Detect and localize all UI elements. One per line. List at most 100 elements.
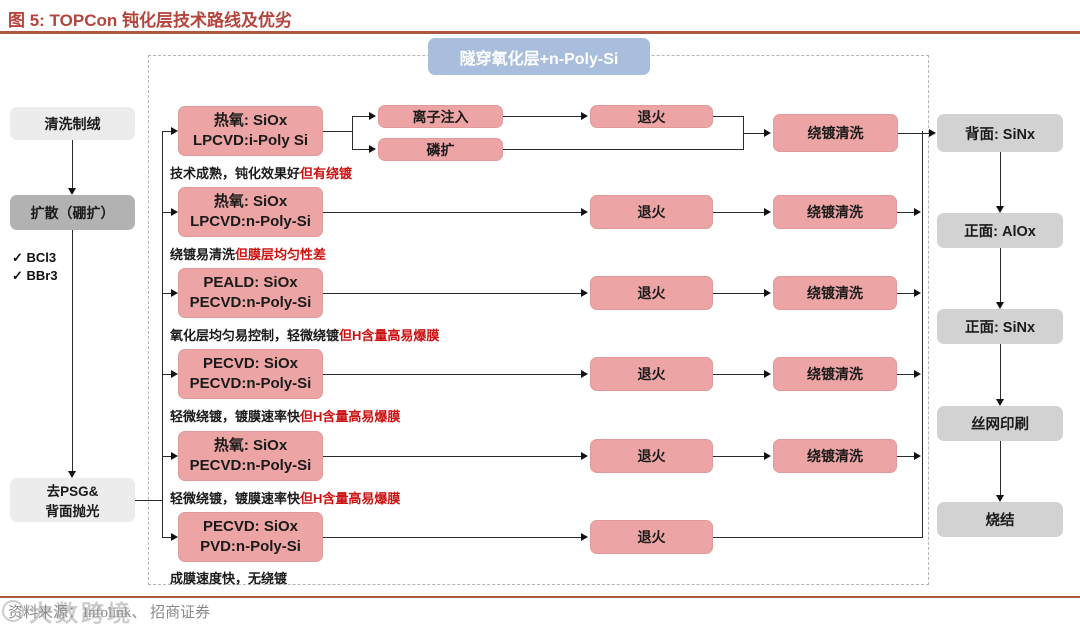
arrowhead bbox=[171, 208, 178, 216]
node-route4-pecvd-pecvd: PECVD: SiOx PECVD:n-Poly-Si bbox=[178, 349, 323, 399]
connector-line bbox=[1000, 441, 1001, 495]
arrowhead bbox=[581, 208, 588, 216]
connector-line bbox=[897, 374, 916, 375]
connector-line bbox=[743, 133, 765, 134]
connector-line bbox=[323, 456, 582, 457]
connector-line bbox=[1000, 152, 1001, 206]
connector-line bbox=[323, 374, 582, 375]
node-route5-thermal-oxide-pecvd: 热氧: SiOx PECVD:n-Poly-Si bbox=[178, 431, 323, 481]
route2-note: 绕镀易清洗但膜层均匀性差 bbox=[170, 247, 327, 262]
checklist-item-bcl3: ✓ BCl3 bbox=[12, 250, 57, 265]
node-wraparound-clean-row3: 绕镀清洗 bbox=[773, 276, 897, 310]
arrowhead bbox=[171, 452, 178, 460]
connector-line bbox=[323, 537, 582, 538]
node-clean-texturing: 清洗制绒 bbox=[10, 107, 135, 140]
arrowhead bbox=[764, 370, 771, 378]
node-anneal-row3: 退火 bbox=[590, 276, 713, 310]
arrowhead bbox=[171, 127, 178, 135]
connector-line bbox=[162, 456, 174, 457]
node-ion-implant: 离子注入 bbox=[378, 105, 503, 128]
arrowhead bbox=[764, 289, 771, 297]
node-front-alox: 正面: AlOx bbox=[937, 213, 1063, 248]
node-wraparound-clean-row4: 绕镀清洗 bbox=[773, 357, 897, 391]
node-anneal-row6: 退火 bbox=[590, 520, 713, 554]
check-icon: ✓ bbox=[12, 268, 23, 283]
connector-line bbox=[135, 500, 162, 501]
arrowhead bbox=[581, 370, 588, 378]
node-anneal-row1: 退火 bbox=[590, 105, 713, 128]
connector-line bbox=[713, 537, 923, 538]
node-psg-removal-rear-polish: 去PSG& 背面抛光 bbox=[10, 478, 135, 522]
connector-line bbox=[162, 293, 174, 294]
connector-line bbox=[162, 131, 174, 132]
node-rear-sinx: 背面: SiNx bbox=[937, 114, 1063, 152]
arrowhead bbox=[68, 471, 76, 478]
connector-line bbox=[72, 140, 73, 190]
node-anneal-row4: 退火 bbox=[590, 357, 713, 391]
connector-line bbox=[1000, 248, 1001, 302]
connector-line bbox=[352, 116, 353, 150]
arrowhead bbox=[581, 533, 588, 541]
check-icon: ✓ bbox=[12, 250, 23, 265]
route6-note: 成膜速度快，无绕镀 bbox=[170, 571, 288, 586]
watermark: 大数跨境 bbox=[2, 594, 133, 628]
connector-line bbox=[323, 212, 582, 213]
arrowhead bbox=[914, 452, 921, 460]
node-boron-diffusion: 扩散（硼扩） bbox=[10, 195, 135, 230]
connector-line bbox=[1000, 344, 1001, 399]
connector-line bbox=[162, 537, 174, 538]
node-route1-thermal-oxide-lpcvd-i-poly: 热氧: SiOx LPCVD:i-Poly Si bbox=[178, 106, 323, 156]
node-screen-printing: 丝网印刷 bbox=[937, 406, 1063, 441]
arrowhead bbox=[68, 188, 76, 195]
connector-line bbox=[897, 456, 916, 457]
connector-line bbox=[323, 131, 352, 132]
node-route2-thermal-oxide-lpcvd-n-poly: 热氧: SiOx LPCVD:n-Poly-Si bbox=[178, 187, 323, 237]
arrowhead bbox=[369, 145, 376, 153]
arrowhead bbox=[764, 452, 771, 460]
connector-line bbox=[72, 230, 73, 473]
arrowhead bbox=[996, 302, 1004, 309]
title-rule bbox=[0, 31, 1080, 34]
node-anneal-row5: 退火 bbox=[590, 439, 713, 473]
source-note: 资料来源：Infolink、 招商证券 bbox=[8, 605, 211, 621]
arrowhead bbox=[171, 370, 178, 378]
arrowhead bbox=[996, 399, 1004, 406]
connector-line bbox=[898, 133, 930, 134]
arrowhead bbox=[369, 112, 376, 120]
arrowhead bbox=[929, 129, 936, 137]
connector-line bbox=[162, 374, 174, 375]
route5-note: 轻微绕镀，镀膜速率快但H含量高易爆膜 bbox=[170, 491, 401, 506]
arrowhead bbox=[581, 112, 588, 120]
arrowhead bbox=[171, 289, 178, 297]
connector-line bbox=[897, 293, 916, 294]
arrowhead bbox=[996, 206, 1004, 213]
node-front-sinx: 正面: SiNx bbox=[937, 309, 1063, 344]
footer-rule bbox=[0, 596, 1080, 598]
connector-line bbox=[897, 212, 916, 213]
arrowhead bbox=[581, 289, 588, 297]
arrowhead bbox=[914, 208, 921, 216]
route3-note: 氧化层均匀易控制，轻微绕镀但H含量高易爆膜 bbox=[170, 328, 440, 343]
route1-note: 技术成熟，钝化效果好但有绕镀 bbox=[170, 166, 353, 181]
node-wraparound-clean-row5: 绕镀清洗 bbox=[773, 439, 897, 473]
connector-line bbox=[503, 149, 744, 150]
arrowhead bbox=[764, 129, 771, 137]
connector-line bbox=[713, 116, 744, 117]
arrowhead bbox=[764, 208, 771, 216]
node-phosphorus-diffusion: 磷扩 bbox=[378, 138, 503, 161]
connector-line bbox=[352, 116, 370, 117]
arrowhead bbox=[914, 370, 921, 378]
arrowhead bbox=[581, 452, 588, 460]
connector-line bbox=[503, 116, 582, 117]
node-route3-peald-pecvd: PEALD: SiOx PECVD:n-Poly-Si bbox=[178, 268, 323, 318]
checklist-item-bbr3: ✓ BBr3 bbox=[12, 268, 58, 283]
connector-line bbox=[713, 374, 765, 375]
connector-line bbox=[162, 212, 174, 213]
connector-line bbox=[713, 456, 765, 457]
node-route6-pecvd-pvd: PECVD: SiOx PVD:n-Poly-Si bbox=[178, 512, 323, 562]
connector-line bbox=[323, 293, 582, 294]
node-sintering: 烧结 bbox=[937, 502, 1063, 537]
arrowhead bbox=[996, 495, 1004, 502]
left-collector-line bbox=[162, 131, 163, 537]
